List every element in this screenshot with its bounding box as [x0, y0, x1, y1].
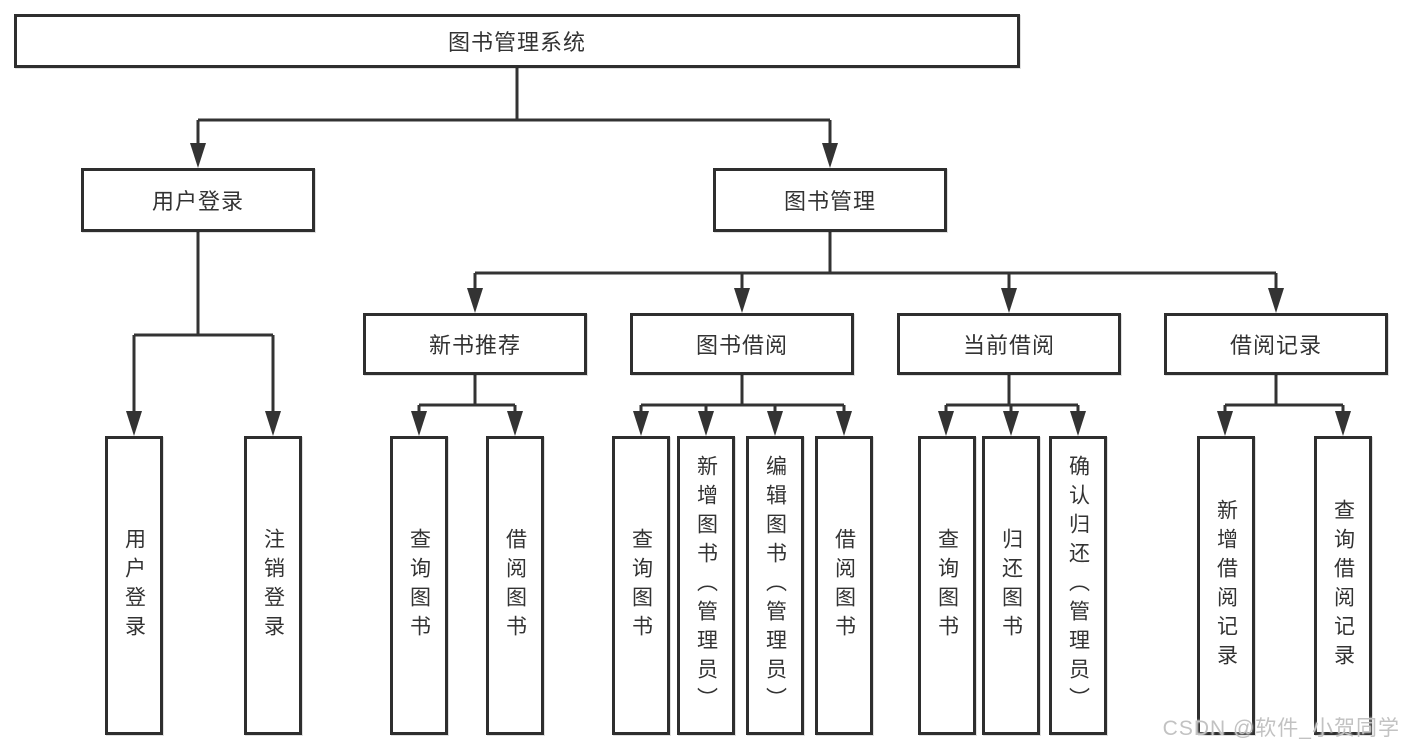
leaf-query-borrow-record: 查询借阅记录 [1314, 436, 1372, 735]
leaf-return-books: 归还图书 [982, 436, 1040, 735]
node-label: 借阅图书 [832, 527, 856, 644]
node-root-library-management-system: 图书管理系统 [14, 14, 1020, 68]
arrow-down-icon [1001, 288, 1017, 313]
arrow-down-icon [767, 411, 783, 436]
node-label: 图书管理系统 [447, 30, 586, 55]
node-label: 归还图书 [999, 527, 1023, 644]
arrow-down-icon [1217, 411, 1233, 436]
arrow-down-icon [1335, 411, 1351, 436]
connector-paths [132, 68, 1345, 414]
node-label: 借阅图书 [503, 527, 527, 644]
arrow-down-icon [265, 411, 281, 436]
leaf-borrow-books-recommend: 借阅图书 [486, 436, 544, 735]
arrow-down-icon [938, 411, 954, 436]
node-label: 查询图书 [629, 527, 653, 644]
node-new-book-recommendation: 新书推荐 [363, 313, 587, 375]
node-label: 借阅记录 [1229, 333, 1322, 358]
leaf-add-borrow-record: 新增借阅记录 [1197, 436, 1255, 735]
node-label: 查询图书 [407, 527, 431, 644]
leaf-user-login: 用户登录 [105, 436, 163, 735]
node-label: 编辑图书（管理员） [763, 455, 787, 716]
node-current-borrowing: 当前借阅 [897, 313, 1121, 375]
arrow-down-icon [1070, 411, 1086, 436]
node-user-login-branch: 用户登录 [81, 168, 315, 232]
node-label: 新增图书（管理员） [694, 455, 718, 716]
arrow-down-icon [190, 143, 206, 168]
leaf-add-books-admin: 新增图书（管理员） [677, 436, 735, 735]
arrow-down-icon [1003, 411, 1019, 436]
arrow-down-icon [836, 411, 852, 436]
node-label: 图书借阅 [695, 333, 788, 358]
node-label: 确认归还（管理员） [1066, 455, 1090, 716]
leaf-borrow-books: 借阅图书 [815, 436, 873, 735]
arrow-down-icon [633, 411, 649, 436]
leaf-logout: 注销登录 [244, 436, 302, 735]
arrow-down-icon [467, 288, 483, 313]
node-book-management-branch: 图书管理 [713, 168, 947, 232]
node-label: 当前借阅 [962, 333, 1055, 358]
node-label: 查询图书 [935, 527, 959, 644]
leaf-query-books-current: 查询图书 [918, 436, 976, 735]
node-borrowing-records: 借阅记录 [1164, 313, 1388, 375]
node-label: 图书管理 [783, 189, 876, 214]
leaf-confirm-return-admin: 确认归还（管理员） [1049, 436, 1107, 735]
arrow-down-icons [126, 143, 1351, 436]
arrow-down-icon [822, 143, 838, 168]
arrow-down-icon [507, 411, 523, 436]
node-label: 用户登录 [122, 527, 146, 644]
node-book-borrowing: 图书借阅 [630, 313, 854, 375]
arrow-down-icon [411, 411, 427, 436]
leaf-query-books-recommend: 查询图书 [390, 436, 448, 735]
node-label: 注销登录 [261, 527, 285, 644]
node-label: 用户登录 [151, 189, 244, 214]
arrow-down-icon [126, 411, 142, 436]
arrow-down-icon [1268, 288, 1284, 313]
csdn-watermark: CSDN @软件_小贺同学 [1162, 717, 1400, 740]
leaf-query-books-borrowing: 查询图书 [612, 436, 670, 735]
node-label: 新增借阅记录 [1214, 498, 1238, 673]
node-label: 查询借阅记录 [1331, 498, 1355, 673]
arrow-down-icon [734, 288, 750, 313]
arrow-down-icon [698, 411, 714, 436]
node-label: 新书推荐 [428, 333, 521, 358]
leaf-edit-books-admin: 编辑图书（管理员） [746, 436, 804, 735]
